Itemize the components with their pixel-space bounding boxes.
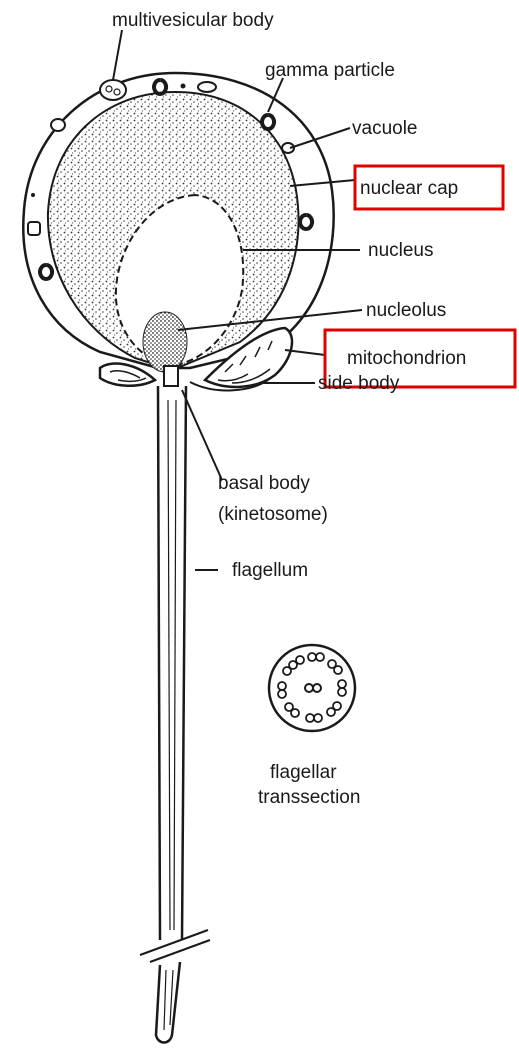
label-vacuole: vacuole — [352, 118, 418, 139]
flagellum — [140, 386, 210, 1043]
label-nuclear-cap: nuclear cap — [360, 178, 458, 199]
label-mitochondrion: mitochondrion — [347, 348, 466, 369]
label-transsection-line1: flagellar — [270, 762, 337, 783]
leader-nuclear-cap — [290, 180, 355, 186]
label-basal-body-line2: (kinetosome) — [218, 504, 328, 525]
label-side-body: side body — [318, 373, 400, 394]
label-basal-body-line1: basal body — [218, 473, 310, 494]
nucleolus — [143, 312, 187, 372]
multivesicular-body — [100, 80, 126, 100]
flagellar-transsection — [269, 645, 355, 731]
label-flagellum: flagellum — [232, 560, 308, 581]
leader-basal-body — [182, 390, 222, 480]
label-multivesicular-body: multivesicular body — [112, 10, 274, 31]
label-nucleolus: nucleolus — [366, 300, 446, 321]
label-transsection-line2: transsection — [258, 787, 360, 808]
leader-multivesicular-body — [113, 30, 122, 80]
label-nucleus: nucleus — [368, 240, 434, 261]
label-gamma-particle: gamma particle — [265, 60, 395, 81]
basal-body — [164, 366, 178, 386]
leader-vacuole — [290, 128, 350, 148]
